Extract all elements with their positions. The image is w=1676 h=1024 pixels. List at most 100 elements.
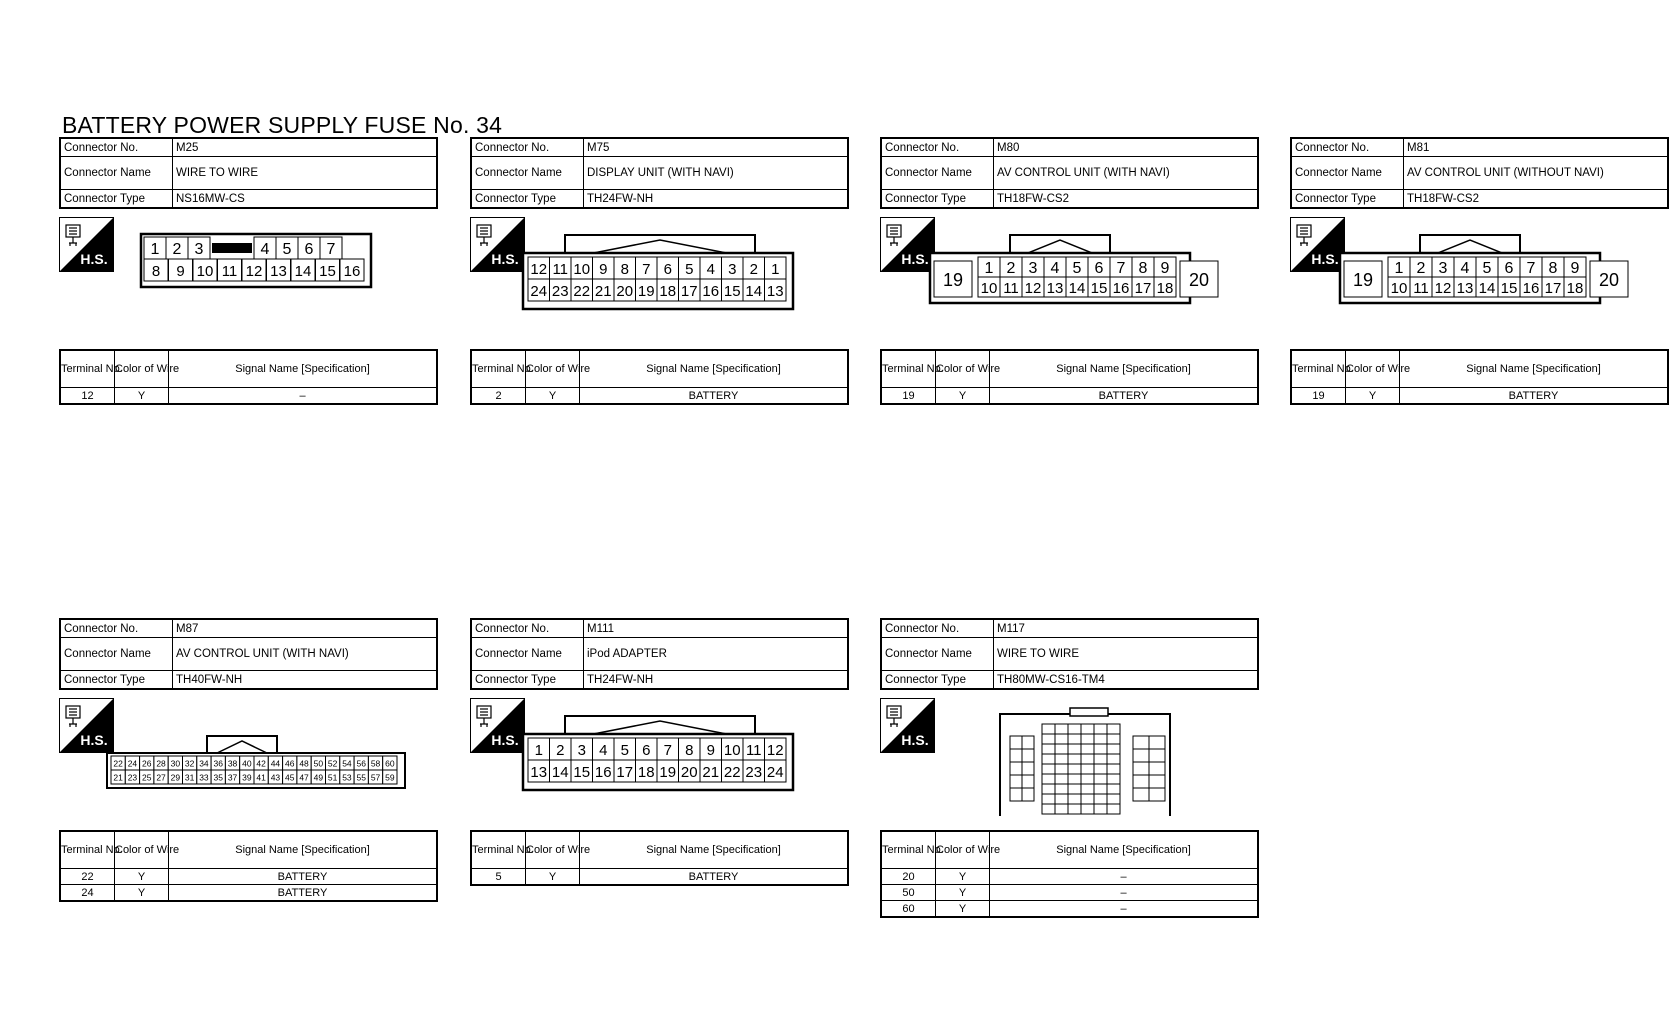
terminal-color-cell: Y [935,868,990,885]
pin-cavity [1179,260,1219,298]
pin-label: 40 [242,759,252,769]
pin-cavity [1563,276,1587,298]
terminal-table: Terminal No. Color of Wire Signal Name [… [470,830,849,886]
connector-type-label: Connector Type [59,670,173,690]
pin-label: 10 [724,742,741,759]
terminal-signal-cell: BATTERY [1399,387,1669,405]
terminal-table: Terminal No. Color of Wire Signal Name [… [59,349,438,405]
connector-name-label: Connector Name [470,156,584,190]
pin-cavity [1093,733,1108,745]
pin-cavity [1054,773,1069,785]
connector-no-value: M25 [172,137,438,157]
pin-cavity [1106,763,1121,775]
pin-label: 11 [1413,280,1429,297]
pin-label: 2 [173,241,182,258]
pin-label: 35 [214,773,224,783]
pin-label: 15 [724,283,741,300]
pin-cavity [1067,793,1082,805]
pin-label: 11 [1003,280,1019,297]
pin-label: 5 [685,261,693,278]
pin-cavity [1009,735,1023,750]
pin-label: 7 [1117,260,1126,277]
connector-name-value: AV CONTROL UNIT (WITH NAVI) [993,156,1259,190]
pin-label: 1 [151,241,160,258]
pin-cavity [1009,787,1023,802]
pin-label: 13 [1047,280,1064,297]
terminal-color-cell: Y [114,387,169,405]
pin-cavity [1093,773,1108,785]
pin-label: 12 [1435,280,1452,297]
pin-label: 8 [685,742,693,759]
connector-name-label: Connector Name [59,156,173,190]
pin-label: 19 [638,283,655,300]
harness-side-icon: H.S. [880,217,935,272]
connector-type-label: Connector Type [470,670,584,690]
connector-no-value: M81 [1403,137,1669,157]
pin-cavity [1148,787,1166,802]
pin-label: 14 [295,263,312,280]
pin-label: 15 [1091,280,1108,297]
pin-cavity [1080,783,1095,795]
connector-no-value: M117 [993,618,1259,638]
connector-no-label: Connector No. [59,137,173,157]
pin-label: 4 [599,742,607,759]
pin-label: 12 [530,261,547,278]
pin-label: 8 [1549,260,1558,277]
pin-label: 6 [1505,260,1514,277]
pin-label: 43 [271,773,281,783]
color-of-wire-header: Color of Wire [935,349,1000,388]
connector-type-label: Connector Type [59,189,173,209]
pin-cavity [1106,743,1121,755]
pin-label: 37 [228,773,238,783]
pin-label: 17 [681,283,698,300]
pin-label: 9 [707,742,715,759]
pin-label: 24 [530,283,547,300]
pin-cavity [382,769,398,785]
connector-type-value: TH18FW-CS2 [1403,189,1669,209]
pin-label: 6 [664,261,672,278]
pin-label: 20 [616,283,633,300]
pin-label: 5 [621,742,629,759]
pin-label: 15 [573,764,590,781]
pin-label: 50 [314,759,324,769]
terminal-signal-cell: – [168,387,438,405]
hs-label: H.S. [491,732,518,748]
pin-label: 12 [1025,280,1042,297]
connector-name-value: WIRE TO WIRE [993,637,1259,671]
terminal-terminal-cell: 2 [470,387,526,405]
pin-cavity [1093,803,1108,815]
pin-label: 7 [327,241,336,258]
pin-label: 2 [556,742,564,759]
pin-cavity [1041,783,1056,795]
connector-name-label: Connector Name [880,156,994,190]
pin-label: 58 [371,759,381,769]
pin-cavity [1067,783,1082,795]
pin-cavity [1093,783,1108,795]
pin-cavity [1080,773,1095,785]
pin-cavity [1106,803,1121,815]
pin-label: 22 [573,283,590,300]
pin-cavity [1067,743,1082,755]
pin-label: 47 [299,773,309,783]
terminal-terminal-cell: 5 [470,868,526,886]
terminal-table: Terminal No. Color of Wire Signal Name [… [1290,349,1669,405]
harness-side-icon: H.S. [470,698,525,753]
pin-cavity [1148,761,1166,776]
terminal-color-cell: Y [1345,387,1400,405]
signal-name-header: Signal Name [Specification] [989,830,1259,869]
pin-cavity [1054,803,1069,815]
pin-label: 24 [128,759,138,769]
pin-label: 6 [305,241,314,258]
pin-cavity [1106,723,1121,735]
terminal-terminal-cell: 19 [880,387,936,405]
signal-name-header: Signal Name [Specification] [989,349,1259,388]
